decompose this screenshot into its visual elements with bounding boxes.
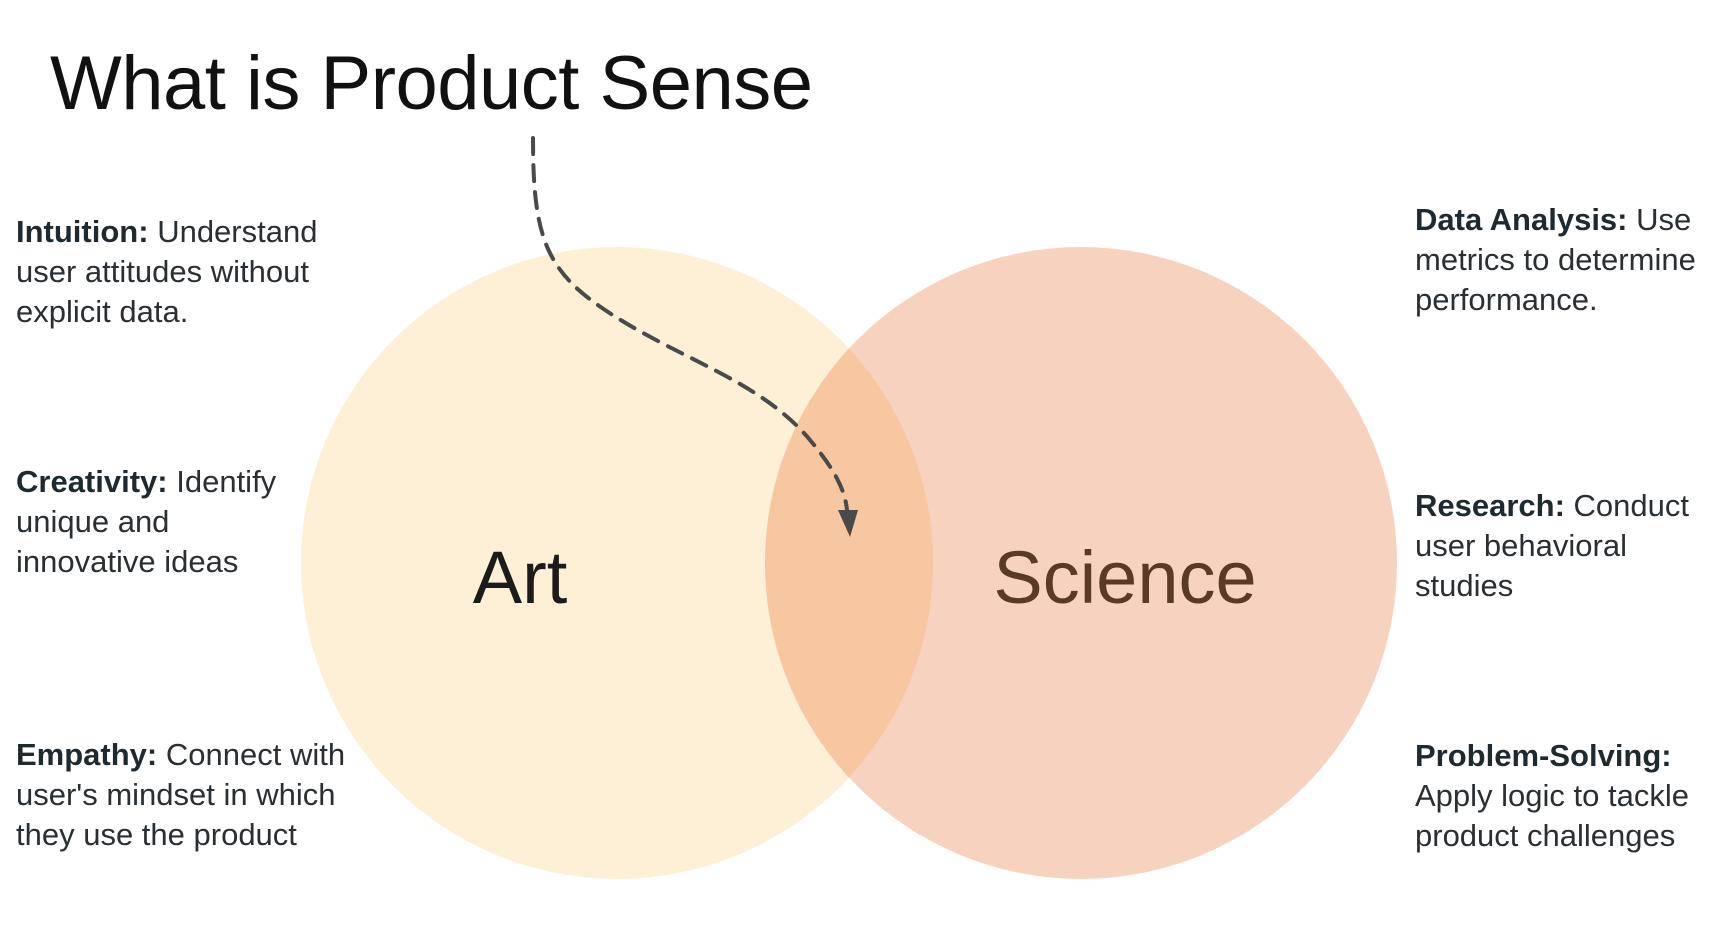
research-text: Conduct user behavioral studies bbox=[1415, 488, 1690, 603]
problem-solving-term: Problem-Solving: bbox=[1415, 738, 1672, 773]
research-description: Research: Conduct user behavioral studie… bbox=[1415, 486, 1727, 606]
data-analysis-description: Data Analysis: Use metrics to determine … bbox=[1415, 200, 1727, 320]
intuition-description: Intuition: Understand user attitudes wit… bbox=[16, 212, 346, 332]
problem-solving-description: Problem-Solving: Apply logic to tackle p… bbox=[1415, 736, 1727, 856]
dashed-arrow bbox=[531, 136, 849, 512]
science-label: Science bbox=[993, 536, 1256, 619]
creativity-text: Identify unique and innovative ideas bbox=[16, 464, 277, 579]
data-analysis-term: Data Analysis: bbox=[1415, 202, 1628, 237]
problem-solving-text: Apply logic to tackle product challenges bbox=[1415, 778, 1689, 853]
empathy-text: Connect with user's mindset in which the… bbox=[16, 737, 346, 852]
arrow-head-icon bbox=[838, 510, 858, 537]
creativity-description: Creativity: Identify unique and innovati… bbox=[16, 462, 316, 582]
intuition-text: Understand user attitudes without explic… bbox=[16, 214, 318, 329]
creativity-term: Creativity: bbox=[16, 464, 168, 499]
page-title: What is Product Sense bbox=[50, 41, 813, 126]
research-term: Research: bbox=[1415, 488, 1565, 523]
science-circle bbox=[765, 247, 1397, 879]
empathy-description: Empathy: Connect with user's mindset in … bbox=[16, 735, 346, 855]
data-analysis-text: Use metrics to determine performance. bbox=[1415, 202, 1696, 317]
intuition-term: Intuition: bbox=[16, 214, 149, 249]
art-label: Art bbox=[473, 536, 568, 619]
empathy-term: Empathy: bbox=[16, 737, 158, 772]
